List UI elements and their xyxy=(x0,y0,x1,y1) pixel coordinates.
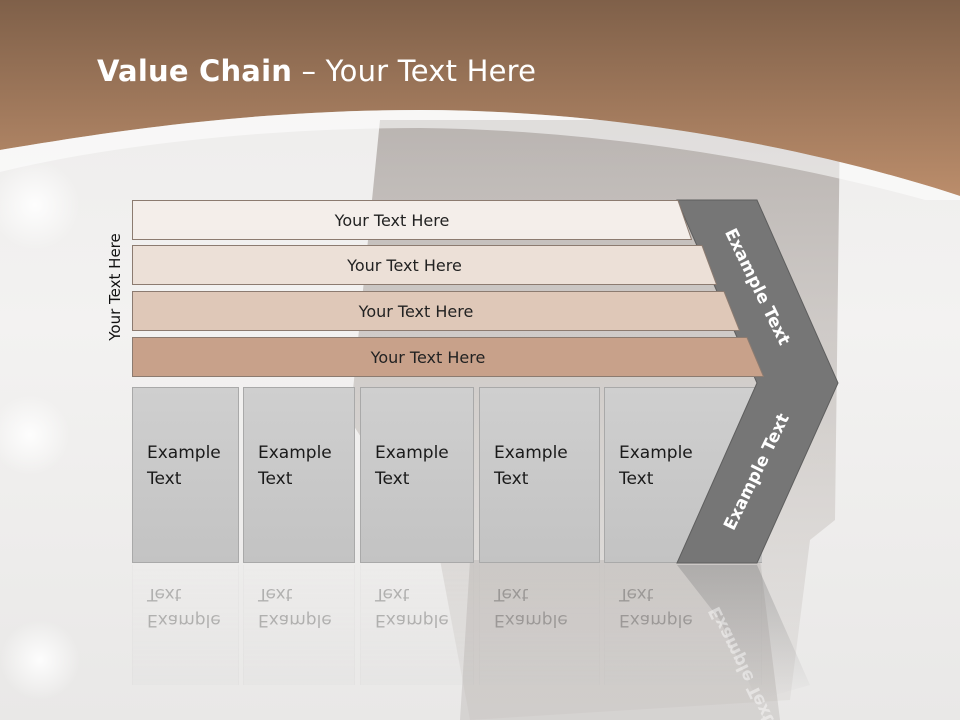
box-5-line2: Text xyxy=(619,469,654,489)
box-2: Example Text xyxy=(243,387,355,563)
row-4: Your Text Here xyxy=(132,337,764,377)
title-bold: Value Chain xyxy=(97,54,293,88)
box-5-line1: Example xyxy=(619,443,693,463)
box-1: Example Text xyxy=(132,387,239,563)
box-3-line1: Example xyxy=(375,443,449,463)
title-rest: – Your Text Here xyxy=(292,54,537,88)
box-4-line2: Text xyxy=(494,469,529,489)
row-4-label: Your Text Here xyxy=(370,347,486,367)
box-3-line2: Text xyxy=(375,469,410,489)
slide-title: Value Chain – Your Text Here xyxy=(97,54,536,88)
row-3-label: Your Text Here xyxy=(358,301,474,321)
box-1-line1: Example xyxy=(147,443,221,463)
chevron-arrow-shape xyxy=(676,199,839,564)
row-2-label: Your Text Here xyxy=(347,255,462,275)
row-1-shape xyxy=(132,200,692,240)
box-2-line2: Text xyxy=(258,469,293,489)
box-1-line2: Text xyxy=(147,469,182,489)
box-3: Example Text xyxy=(360,387,474,563)
row-1-label: Your Text Here xyxy=(334,210,450,230)
row-2-shape xyxy=(132,245,717,285)
box-4-line1: Example xyxy=(494,443,568,463)
row-1: Your Text Here xyxy=(132,200,692,240)
box-2-line1: Example xyxy=(258,443,332,463)
row-4-shape xyxy=(132,337,764,377)
row-2: Your Text Here xyxy=(132,245,717,285)
chevron-arrow-reflection xyxy=(677,565,810,700)
row-3-shape xyxy=(132,291,740,331)
header-band xyxy=(0,0,960,200)
box-4: Example Text xyxy=(479,387,600,563)
row-3: Your Text Here xyxy=(132,291,740,331)
